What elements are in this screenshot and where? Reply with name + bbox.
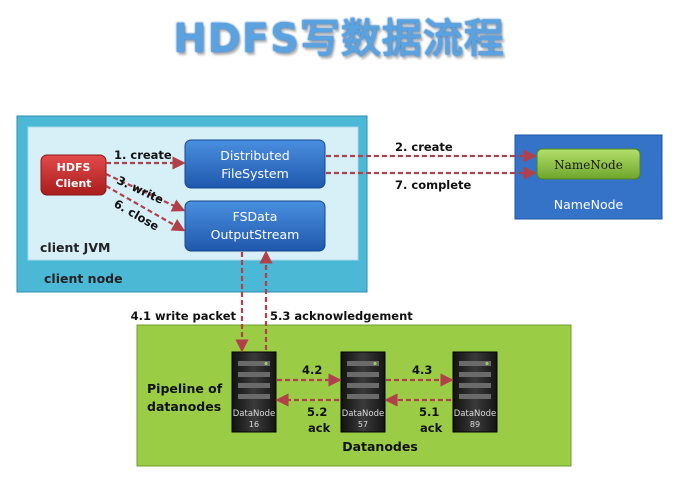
datanode-89-name: DataNode: [454, 409, 496, 419]
label-5-1-ack: ack: [420, 421, 443, 435]
arrow-3-write: [105, 173, 186, 212]
datanodes-label: Datanodes: [342, 439, 418, 454]
label-5-2: 5.2: [307, 405, 327, 419]
client-jvm-label: client JVM: [40, 240, 110, 255]
label-2-create: 2. create: [395, 140, 453, 154]
pipeline-label-line1: Pipeline of: [147, 381, 223, 396]
dfs-line1: Distributed: [220, 148, 290, 163]
label-4-1-write-packet: 4.1 write packet: [131, 309, 237, 323]
label-5-1: 5.1: [419, 405, 439, 419]
datanode-57-id: 57: [358, 420, 368, 429]
namenode-outer-label: NameNode: [554, 197, 624, 212]
datanode-server-16: DataNode 16: [231, 351, 277, 433]
fsdata-line2: OutputStream: [211, 227, 300, 242]
datanode-server-57: DataNode 57: [340, 351, 386, 433]
dfs-line2: FileSystem: [221, 166, 289, 181]
label-4-3: 4.3: [412, 363, 432, 377]
arrow-6-close: [105, 185, 186, 232]
fsdata-line1: FSData: [233, 209, 278, 224]
label-4-2: 4.2: [302, 363, 322, 377]
datanode-89-id: 89: [470, 420, 480, 429]
label-5-2-ack: ack: [308, 421, 331, 435]
namenode-inner-label: NameNode: [554, 158, 623, 172]
datanode-server-89: DataNode 89: [452, 351, 498, 433]
namenode-inner-box: [536, 148, 641, 180]
hdfs-client-line1: HDFS: [57, 161, 91, 174]
datanode-16-id: 16: [249, 420, 259, 429]
client-node-label: client node: [44, 271, 123, 286]
label-7-complete: 7. complete: [395, 178, 472, 192]
pipeline-label-line2: datanodes: [147, 399, 221, 414]
label-1-create: 1. create: [114, 148, 172, 162]
datanode-57-name: DataNode: [342, 409, 384, 419]
label-5-3-ack: 5.3 acknowledgement: [270, 309, 413, 323]
datanode-16-name: DataNode: [233, 409, 275, 419]
hdfs-client-line2: Client: [55, 177, 91, 190]
page-title: HDFS写数据流程: [173, 16, 505, 62]
